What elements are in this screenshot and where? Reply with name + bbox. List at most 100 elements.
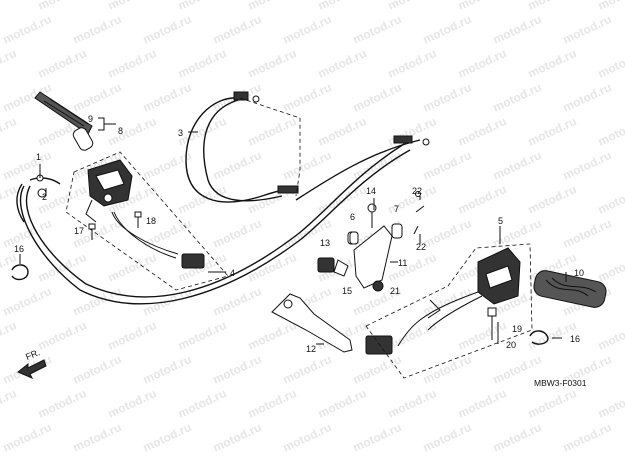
watermark-text: motod.ru bbox=[596, 386, 625, 421]
watermark-text: motod.ru bbox=[36, 386, 89, 421]
left-switch-housing bbox=[85, 159, 205, 269]
watermark-text: motod.ru bbox=[176, 182, 229, 217]
callout-2: 2 bbox=[42, 192, 47, 202]
watermark-text: motod.ru bbox=[0, 114, 19, 149]
watermark-text: motod.ru bbox=[526, 182, 579, 217]
watermark-text: motod.ru bbox=[211, 284, 264, 319]
watermark-text: motod.ru bbox=[106, 114, 159, 149]
watermark-text: motod.ru bbox=[491, 148, 544, 183]
watermark-text: motod.ru bbox=[386, 318, 439, 353]
right-switch-housing bbox=[365, 247, 521, 355]
watermark-text: motod.ru bbox=[246, 386, 299, 421]
watermark-text: motod.ru bbox=[526, 386, 579, 421]
callout-13: 13 bbox=[320, 238, 330, 248]
watermark-text: motod.ru bbox=[351, 420, 404, 455]
watermark-text: motod.ru bbox=[246, 250, 299, 285]
callout-21: 21 bbox=[390, 286, 400, 296]
right-clip bbox=[529, 330, 549, 345]
watermark-text: motod.ru bbox=[246, 0, 299, 13]
watermark-text: motod.ru bbox=[526, 46, 579, 81]
watermark-text: motod.ru bbox=[561, 12, 614, 47]
watermark-text: motod.ru bbox=[561, 216, 614, 251]
callout-1: 1 bbox=[36, 152, 41, 162]
watermark-text: motod.ru bbox=[316, 0, 369, 13]
cable-adjuster-part bbox=[317, 257, 349, 277]
watermark-text: motod.ru bbox=[211, 148, 264, 183]
watermark-text: motod.ru bbox=[421, 216, 474, 251]
watermark-text: motod.ru bbox=[281, 420, 334, 455]
watermark-text: motod.ru bbox=[596, 318, 625, 353]
watermark-text: motod.ru bbox=[36, 46, 89, 81]
callout-16-right: 16 bbox=[570, 334, 580, 344]
watermark-text: motod.ru bbox=[246, 318, 299, 353]
watermark-text: motod.ru bbox=[1, 148, 54, 183]
watermark-text: motod.ru bbox=[211, 12, 264, 47]
watermark-text: motod.ru bbox=[456, 386, 509, 421]
watermark-text: motod.ru bbox=[246, 46, 299, 81]
left-switch-frame bbox=[65, 151, 229, 291]
diagram-code: MBW3-F0301 bbox=[534, 378, 587, 388]
left-cable bbox=[19, 149, 411, 305]
watermark-text: motod.ru bbox=[141, 420, 194, 455]
callout-14: 14 bbox=[366, 186, 376, 196]
watermark-text: motod.ru bbox=[316, 114, 369, 149]
watermark-text: motod.ru bbox=[36, 0, 89, 13]
watermark-text: motod.ru bbox=[421, 12, 474, 47]
small-fasteners bbox=[88, 198, 375, 245]
watermark-text: motod.ru bbox=[106, 318, 159, 353]
watermark-text: motod.ru bbox=[316, 46, 369, 81]
watermark-text: motod.ru bbox=[386, 46, 439, 81]
callout-labels: 8 9 1 2 3 4 5 6 7 10 11 12 13 14 15 16 1… bbox=[14, 114, 584, 354]
watermark-text: motod.ru bbox=[456, 114, 509, 149]
watermark-text: motod.ru bbox=[0, 46, 19, 81]
callout-8: 8 bbox=[118, 126, 123, 136]
throttle-frame bbox=[239, 97, 301, 197]
watermark-text: motod.ru bbox=[71, 12, 124, 47]
callout-20: 20 bbox=[506, 340, 516, 350]
right-bolts bbox=[487, 307, 499, 344]
choke-lever-part bbox=[16, 170, 61, 223]
watermark-text: motod.ru bbox=[141, 12, 194, 47]
watermark-text: motod.ru bbox=[596, 250, 625, 285]
watermark-text: motod.ru bbox=[106, 0, 159, 13]
watermark-text: motod.ru bbox=[386, 386, 439, 421]
watermark-text: motod.ru bbox=[0, 386, 19, 421]
callout-7: 7 bbox=[394, 204, 399, 214]
watermark-text: motod.ru bbox=[1, 284, 54, 319]
watermark-text: motod.ru bbox=[456, 0, 509, 13]
watermark-text: motod.ru bbox=[246, 114, 299, 149]
upper-cable bbox=[295, 139, 421, 201]
watermark-text: motod.ru bbox=[211, 352, 264, 387]
watermark-text: motod.ru bbox=[211, 216, 264, 251]
watermark-text: motod.ru bbox=[281, 352, 334, 387]
callout-10: 10 bbox=[574, 268, 584, 278]
watermark-text: motod.ru bbox=[71, 80, 124, 115]
left-grip-part bbox=[34, 91, 94, 151]
watermark-text: motod.ru bbox=[176, 318, 229, 353]
watermark-text: motod.ru bbox=[491, 12, 544, 47]
cable-end-mid bbox=[277, 185, 299, 194]
watermark-text: motod.ru bbox=[526, 114, 579, 149]
watermark-text: motod.ru bbox=[106, 250, 159, 285]
right-switch-frame bbox=[365, 243, 533, 379]
lever-bracket-part bbox=[347, 191, 425, 292]
watermark-text: motod.ru bbox=[421, 80, 474, 115]
watermark-text: motod.ru bbox=[0, 318, 19, 353]
watermark-text: motod.ru bbox=[491, 420, 544, 455]
watermark-text: motod.ru bbox=[561, 148, 614, 183]
watermark-text: motod.ru bbox=[176, 386, 229, 421]
callout-6: 6 bbox=[350, 212, 355, 222]
watermark-text: motod.ru bbox=[176, 114, 229, 149]
watermark-text: motod.ru bbox=[176, 0, 229, 13]
watermark-text: motod.ru bbox=[561, 420, 614, 455]
watermark-text: motod.ru bbox=[596, 182, 625, 217]
callout-22-top: 22 bbox=[412, 186, 422, 196]
watermark-text: motod.ru bbox=[351, 352, 404, 387]
watermark-text: motod.ru bbox=[0, 182, 19, 217]
watermark-text: motod.ru bbox=[596, 46, 625, 81]
watermark-text: motod.ru bbox=[106, 46, 159, 81]
watermark-text: motod.ru bbox=[106, 386, 159, 421]
watermark-text: motod.ru bbox=[421, 284, 474, 319]
